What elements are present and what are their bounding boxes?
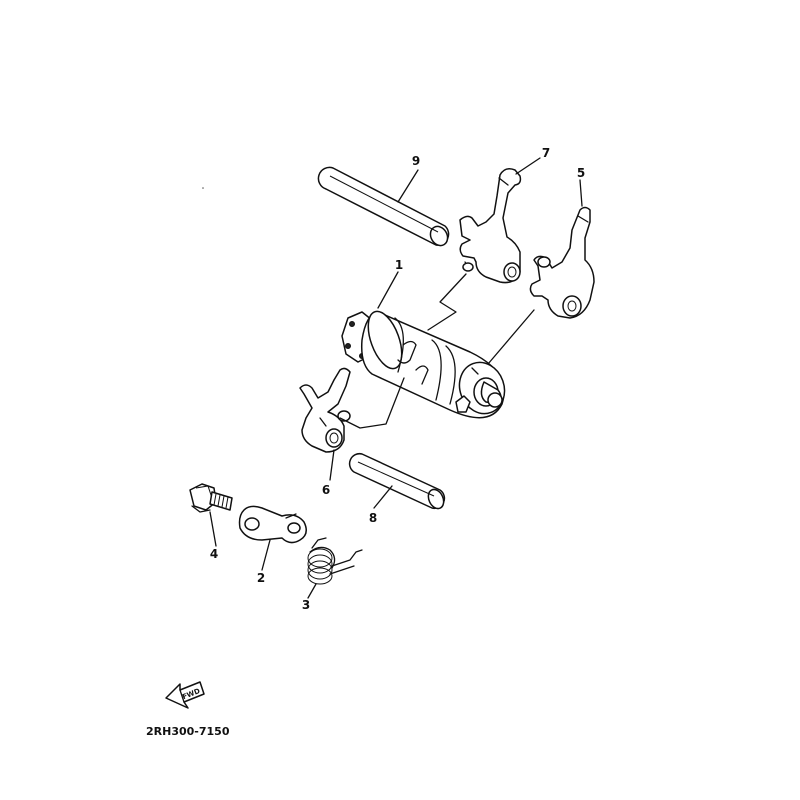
part-6-shift-fork (299, 367, 351, 453)
part-4-bolt (189, 483, 233, 513)
part-2-stopper-lever (238, 505, 307, 544)
leader-3 (307, 583, 317, 599)
leader-4 (209, 511, 217, 547)
leader-1 (377, 271, 399, 309)
callout-8: 8 (369, 511, 377, 525)
fwd-arrow-icon: FWD (165, 681, 205, 709)
part-code: 2RH300-7150 (146, 725, 230, 738)
callout-2: 2 (257, 571, 265, 585)
part-9-shift-rod (317, 166, 450, 247)
callout-3: 3 (302, 598, 310, 612)
callout-7: 7 (542, 146, 550, 160)
callout-4: 4 (210, 547, 218, 561)
leader-8 (373, 485, 393, 509)
part-7-shift-fork (459, 168, 522, 284)
leader-2 (261, 539, 271, 571)
callout-labels: 9 7 5 1 6 8 4 2 3 (210, 146, 585, 612)
part-5-shift-fork (529, 206, 595, 319)
callout-5: 5 (577, 166, 585, 180)
leader-6 (329, 449, 335, 481)
leader-5-to-drum (487, 309, 535, 365)
callout-6: 6 (322, 483, 330, 497)
leader-lines (209, 157, 583, 599)
part-3-torsion-spring (307, 537, 363, 585)
leader-7 (515, 157, 541, 175)
leader-6-to-drum (339, 377, 405, 429)
part-8-shift-rod (348, 452, 446, 510)
leader-7-to-drum (427, 273, 467, 331)
leader-5 (579, 179, 583, 207)
part-1-shift-drum (341, 310, 506, 419)
callout-9: 9 (412, 154, 420, 168)
speck (202, 187, 204, 189)
callout-1: 1 (395, 258, 403, 272)
leader-9 (397, 169, 419, 203)
